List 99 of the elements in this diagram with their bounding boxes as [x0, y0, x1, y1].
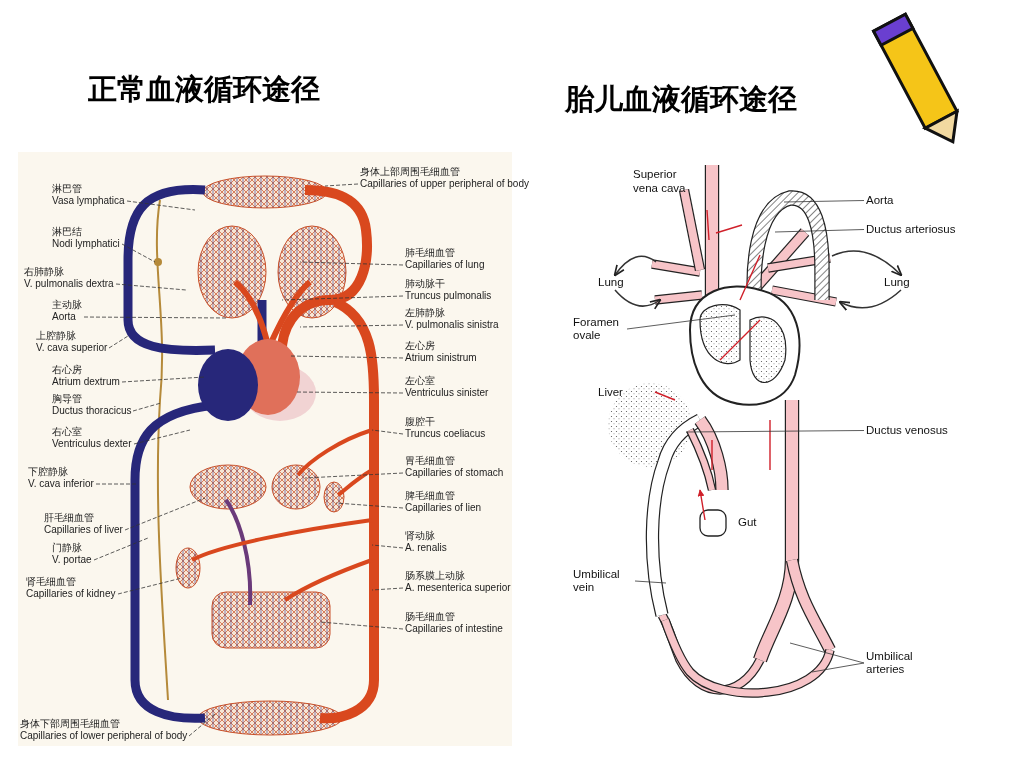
leader-line — [634, 580, 667, 584]
leader-line — [289, 355, 404, 359]
callout-label: V. pulmonalis dextra — [24, 277, 114, 289]
leader-line — [324, 183, 359, 187]
callout-label: Ductus arteriosus — [866, 223, 976, 237]
callout-label: V. cava superior — [36, 341, 108, 353]
callout-label: 肠毛细血管 — [405, 611, 455, 623]
callout-label: V. portae — [52, 553, 92, 565]
leader-line — [371, 429, 404, 435]
arrow — [613, 255, 657, 277]
leader-line — [188, 713, 216, 737]
callout-label: A. mesenterica superior — [405, 581, 511, 593]
callout-label: 左心室 — [405, 375, 435, 387]
callout-label: Capillaries of liver — [44, 523, 123, 535]
callout-label: 肠系膜上动脉 — [405, 570, 465, 582]
callout-label: 胸导管 — [52, 393, 82, 405]
leader-line — [685, 430, 865, 433]
leader-line — [371, 587, 404, 591]
callout-label: Capillaries of upper peripheral of body — [360, 177, 529, 189]
callout-label: Ventriculus sinister — [405, 386, 489, 398]
callout-label: 腹腔干 — [405, 416, 435, 428]
leader-line — [789, 642, 865, 664]
callout-label: 肺毛细血管 — [405, 247, 455, 259]
leader-line — [115, 283, 187, 291]
leader-line — [774, 229, 865, 233]
callout-label: 胃毛细血管 — [405, 455, 455, 467]
leader-line — [299, 324, 404, 328]
anatomy-label: Superior vena cava — [633, 168, 687, 196]
leader-line — [281, 295, 404, 301]
leader-line — [132, 402, 162, 412]
callout-label: 淋巴管 — [52, 183, 82, 195]
callout-label: Ductus venosus — [866, 424, 966, 438]
leader-line — [811, 662, 865, 673]
callout-label: Capillaries of kidney — [26, 587, 116, 599]
anatomy-label: Gut — [738, 516, 758, 530]
callout-label: Ductus thoracicus — [52, 404, 132, 416]
callout-label: 主动脉 — [52, 299, 82, 311]
callout-label: 肺动脉干 — [405, 278, 445, 290]
leader-line — [121, 243, 156, 263]
callout-label: 右心室 — [52, 426, 82, 438]
callout-label: 肾毛细血管 — [26, 576, 76, 588]
leader-line — [371, 544, 404, 549]
callout-label: Ventriculus dexter — [52, 437, 132, 449]
callout-label: Atrium sinistrum — [405, 351, 477, 363]
leader-line — [304, 472, 404, 479]
callout-label: Vasa lymphatica — [52, 194, 125, 206]
leader-line — [93, 537, 149, 561]
leader-line — [133, 429, 191, 445]
callout-label: Lung — [598, 276, 632, 290]
anatomy-label: Liver — [598, 386, 624, 400]
callout-label: Capillaries of lien — [405, 501, 482, 513]
leader-line — [299, 261, 404, 266]
callout-label: Capillaries of intestine — [405, 622, 503, 634]
leader-line — [126, 200, 196, 211]
panel-heading: 胎儿血液循环途径 — [565, 81, 797, 118]
leader-line — [319, 621, 404, 630]
leader-line — [783, 200, 865, 203]
callout-label: Foramen ovale — [573, 316, 625, 343]
callout-label: 上腔静脉 — [36, 330, 76, 342]
callout-label: Nodi lymphatici — [52, 237, 120, 249]
leader-line — [95, 483, 139, 485]
callout-label: 身体下部周围毛细血管 — [20, 718, 120, 730]
callout-label: 左肺静脉 — [405, 307, 445, 319]
callout-label: Atrium dextrum — [52, 375, 120, 387]
callout-label: 脾毛细血管 — [405, 490, 455, 502]
callout-label: 下腔静脉 — [28, 466, 68, 478]
arrow — [838, 289, 902, 311]
callout-label: 身体上部周围毛细血管 — [360, 166, 460, 178]
callout-label: Umbilical arteries — [866, 650, 930, 677]
callout-label: V. pulmonalis sinistra — [405, 318, 499, 330]
callout-label: Capillaries of lung — [405, 258, 485, 270]
callout-label: Umbilical vein — [573, 568, 633, 595]
callout-label: Truncus pulmonalis — [405, 289, 492, 301]
callout-label: 肾动脉 — [405, 530, 435, 542]
callout-label: 右肺静脉 — [24, 266, 64, 278]
callout-label: 肝毛细血管 — [44, 512, 94, 524]
leader-line — [294, 391, 404, 394]
leader-line — [108, 335, 129, 349]
callout-label: 右心房 — [52, 364, 82, 376]
leader-line — [83, 316, 229, 319]
leader-line — [626, 314, 736, 330]
callout-label: Truncus coeliacus — [405, 427, 486, 439]
leader-line — [124, 497, 206, 531]
panel-heading: 正常血液循环途径 — [88, 71, 320, 108]
callout-label: Lung — [884, 276, 918, 290]
leader-line — [335, 502, 404, 509]
leader-line — [117, 577, 183, 595]
callout-label: 左心房 — [405, 340, 435, 352]
arrow — [831, 250, 903, 277]
arrow — [614, 289, 662, 310]
callout-label: Capillaries of lower peripheral of body — [20, 729, 188, 741]
callout-label: V. cava inferior — [28, 477, 94, 489]
callout-label: Aorta — [866, 194, 906, 208]
callout-label: Capillaries of stomach — [405, 466, 504, 478]
callout-label: 门静脉 — [52, 542, 82, 554]
callout-label: 淋巴结 — [52, 226, 82, 238]
callout-label: Aorta — [52, 310, 76, 322]
leader-line — [121, 376, 206, 383]
callout-label: A. renalis — [405, 541, 447, 553]
